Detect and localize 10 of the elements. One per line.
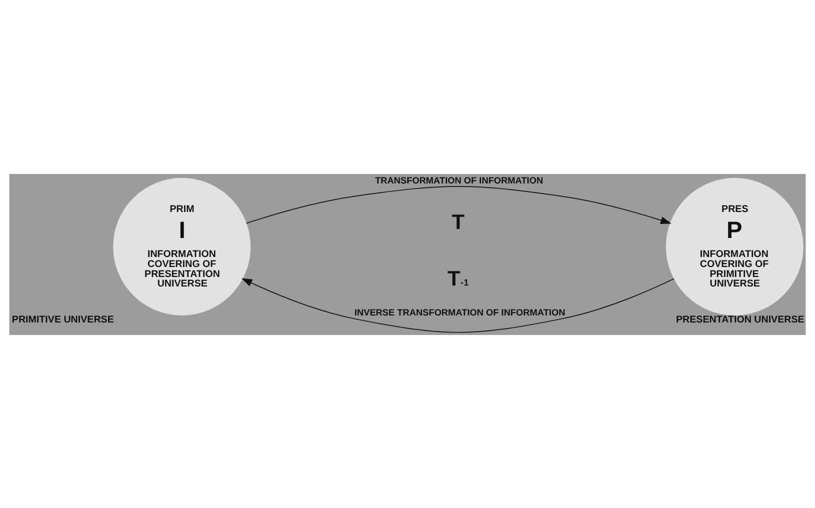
node-label: PRESENTATION UNIVERSE [676,314,804,325]
node-circle: PRES P INFORMATION COVERING OF PRIMITIVE UNIVERSE [666,177,804,315]
node-label: PRIMITIVE UNIVERSE [12,314,114,325]
label: T-1 [447,266,469,290]
node-circle: PRIM I INFORMATION COVERING OF PRESENTATION UNIVERSE [113,177,251,315]
arrow [241,278,674,332]
edge-label: INVERSE TRANSFORMATION OF INFORMATION [354,307,566,318]
label: T [452,210,465,234]
edge-label: TRANSFORMATION OF INFORMATION [375,174,544,185]
arrow [246,186,672,224]
